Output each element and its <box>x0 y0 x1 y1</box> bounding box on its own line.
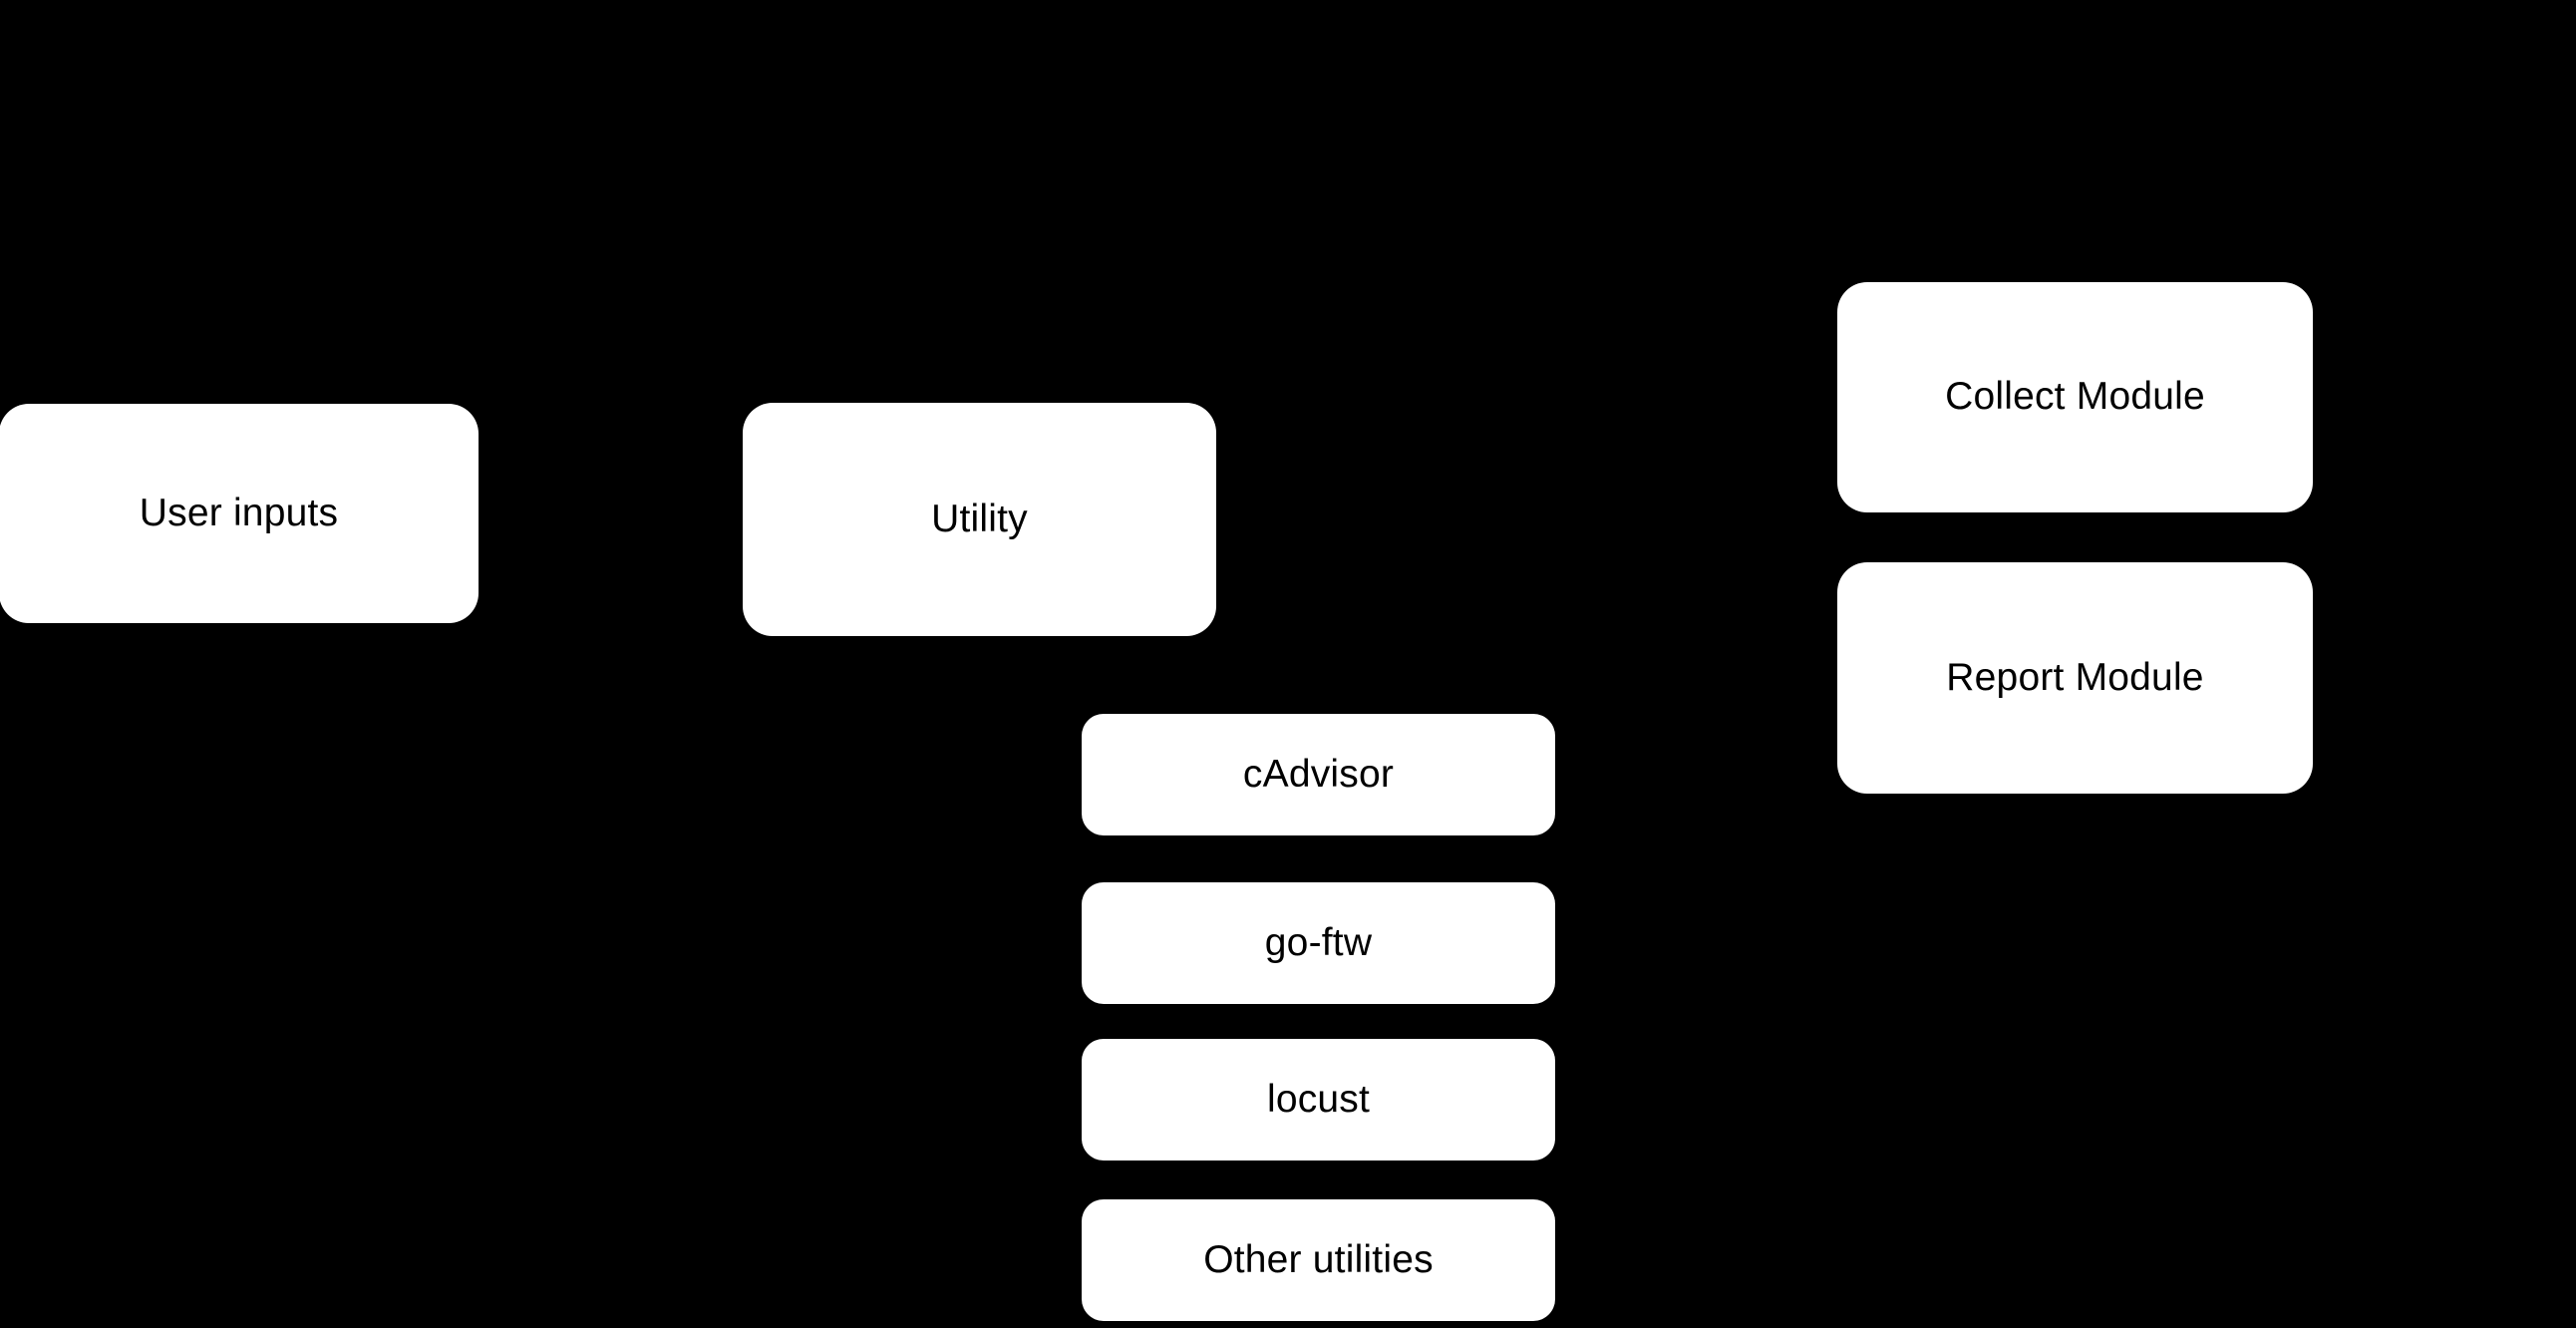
node-user-inputs[interactable]: User inputs <box>0 404 479 623</box>
node-collect-module[interactable]: Collect Module <box>1837 282 2313 512</box>
node-other-utilities-label: Other utilities <box>1203 1237 1434 1281</box>
node-locust[interactable]: locust <box>1082 1039 1555 1161</box>
node-report-module[interactable]: Report Module <box>1837 562 2313 794</box>
node-locust-label: locust <box>1266 1077 1371 1121</box>
node-user-inputs-label: User inputs <box>139 491 339 534</box>
node-report-module-label: Report Module <box>1946 655 2204 699</box>
node-cadvisor[interactable]: cAdvisor <box>1082 714 1555 835</box>
node-collect-module-label: Collect Module <box>1945 375 2205 419</box>
node-utility[interactable]: Utility <box>743 403 1216 636</box>
node-go-ftw[interactable]: go-ftw <box>1082 882 1555 1004</box>
node-go-ftw-label: go-ftw <box>1264 920 1373 964</box>
node-other-utilities[interactable]: Other utilities <box>1082 1199 1555 1321</box>
node-cadvisor-label: cAdvisor <box>1242 752 1395 796</box>
node-utility-label: Utility <box>931 497 1028 540</box>
